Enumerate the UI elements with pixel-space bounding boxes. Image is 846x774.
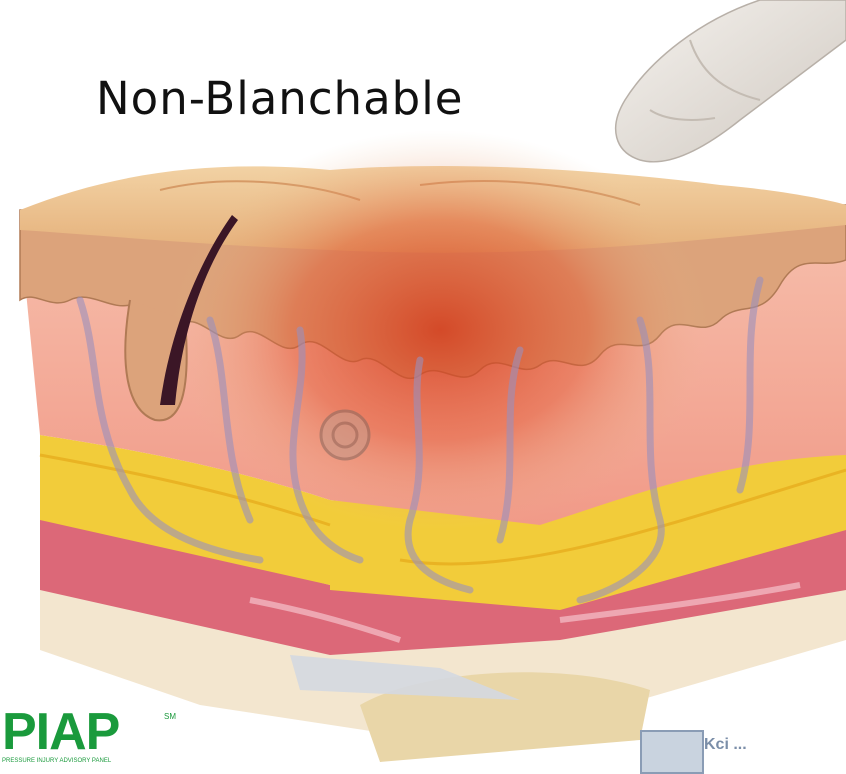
logo-name: PIAP xyxy=(2,706,119,758)
company-logo-text: Kci ... xyxy=(704,736,747,754)
diagram-title: Non-Blanchable xyxy=(96,72,463,125)
company-seal-icon xyxy=(640,730,704,774)
logo-superscript: SM xyxy=(164,712,176,721)
erythema-area xyxy=(170,130,710,530)
piap-logo: PIAP SM PRESSURE INJURY ADVISORY PANEL xyxy=(0,706,180,762)
logo-tagline: PRESSURE INJURY ADVISORY PANEL xyxy=(2,758,111,764)
sweat-gland xyxy=(321,411,369,459)
gloved-finger xyxy=(616,0,846,162)
company-logo: Kci ... xyxy=(640,730,846,762)
